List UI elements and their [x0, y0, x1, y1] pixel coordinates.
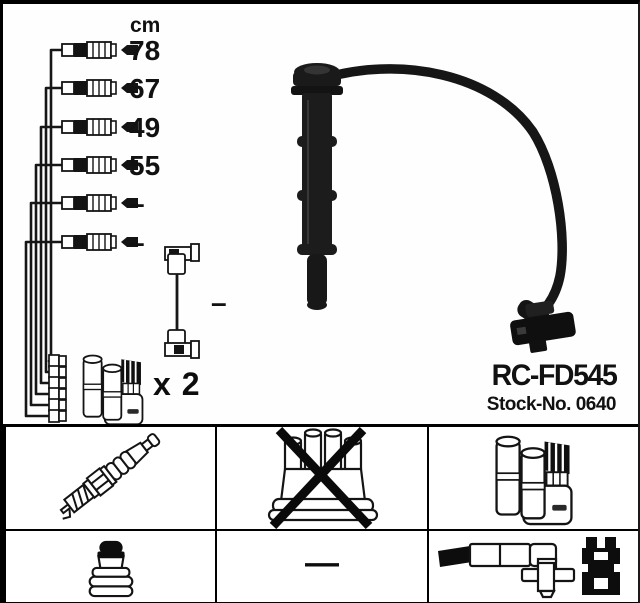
part-number-block: RC-FD545 Stock-No. 0640 — [485, 359, 618, 415]
legend-cell-ignition-coil — [428, 427, 638, 531]
part-code: RC-FD545 — [491, 359, 617, 392]
legend-cell-distributor-cap — [217, 427, 429, 531]
length-label-6: – — [129, 227, 145, 258]
legend-cell-spark-plug — [6, 427, 218, 531]
connector-set-icon — [438, 536, 621, 598]
length-label-1: 78 — [129, 35, 160, 66]
legend-cell-connector-set — [429, 531, 638, 602]
black-connector — [582, 536, 621, 595]
distributor-cap-crossed-icon — [268, 427, 379, 529]
ignition-lead-photo — [291, 63, 576, 353]
legend-cell-dash: — — [217, 531, 429, 602]
cable-set-schematic: cm 78 67 49 55 – – — [24, 14, 227, 423]
legend-table: — — [3, 424, 638, 603]
stock-number: Stock-No. 0640 — [486, 393, 617, 415]
cable-connector-icons — [61, 41, 139, 251]
coil-end-connector — [510, 299, 576, 353]
length-label-3: 49 — [129, 112, 160, 143]
legend-cell-terminal-nut — [6, 531, 218, 602]
length-label-2: 67 — [129, 73, 160, 104]
terminal-nut-icon — [88, 540, 134, 597]
coil-pack-icon — [79, 350, 147, 426]
cross-icon — [270, 427, 373, 529]
length-label-5: – — [129, 188, 145, 219]
spark-plug-icon — [59, 433, 160, 520]
coil-wire-icon — [164, 243, 200, 359]
dash-symbol: — — [304, 544, 339, 582]
length-label-4: 55 — [129, 150, 160, 181]
ignition-coil-icon — [488, 430, 580, 526]
plug-terminal-icons — [48, 354, 67, 423]
unit-header: cm — [130, 14, 160, 37]
length-labels: 78 67 49 55 – – — [129, 35, 160, 258]
plug-boot — [291, 63, 343, 310]
coil-wire-length-label: – — [211, 287, 227, 318]
coil-quantity-label: x 2 — [153, 366, 201, 402]
